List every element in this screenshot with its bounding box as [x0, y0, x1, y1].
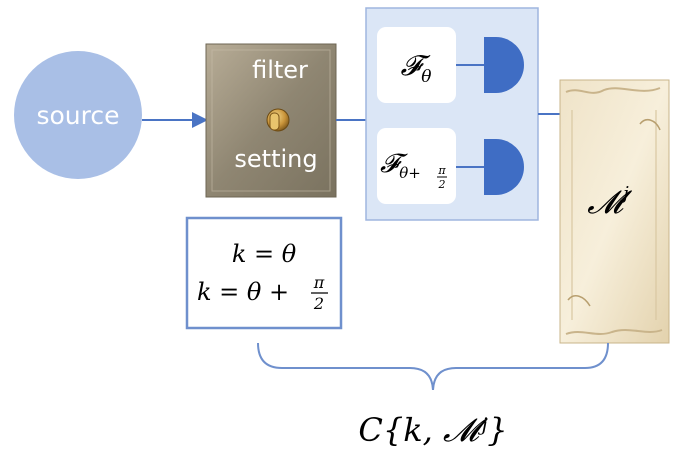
settings-box: k = θ k = θ + π 2	[185, 216, 343, 330]
measurement-theta-plus-label: 𝓕θ+	[380, 149, 421, 182]
setting-frac-den: 2	[313, 294, 324, 313]
setting-k-theta-plus: k = θ +	[197, 278, 289, 306]
source-node	[14, 51, 142, 179]
detector-icon	[484, 139, 524, 195]
grouping-bracket	[257, 342, 609, 391]
measurement-theta-plus-box	[377, 128, 456, 204]
measurement-frac-num: π	[437, 164, 446, 177]
setting-label: setting	[234, 145, 317, 173]
setting-frac-num: π	[313, 273, 325, 292]
setting-k-theta: k = θ	[232, 240, 297, 268]
filter-setting-panel: filter setting	[205, 43, 337, 198]
source-label: source	[36, 101, 119, 130]
measurement-panel: 𝓕θ 𝓕θ+ π 2	[365, 7, 539, 221]
collection-label: C{k, 𝓜ʲ}	[358, 411, 507, 449]
measurement-theta-box	[377, 27, 456, 103]
parchment-scroll-icon	[559, 79, 670, 344]
toggle-switch-icon[interactable]	[266, 108, 290, 132]
detector-icon	[484, 37, 524, 93]
measurement-frac-den: 2	[438, 178, 446, 191]
filter-label: filter	[252, 56, 308, 84]
